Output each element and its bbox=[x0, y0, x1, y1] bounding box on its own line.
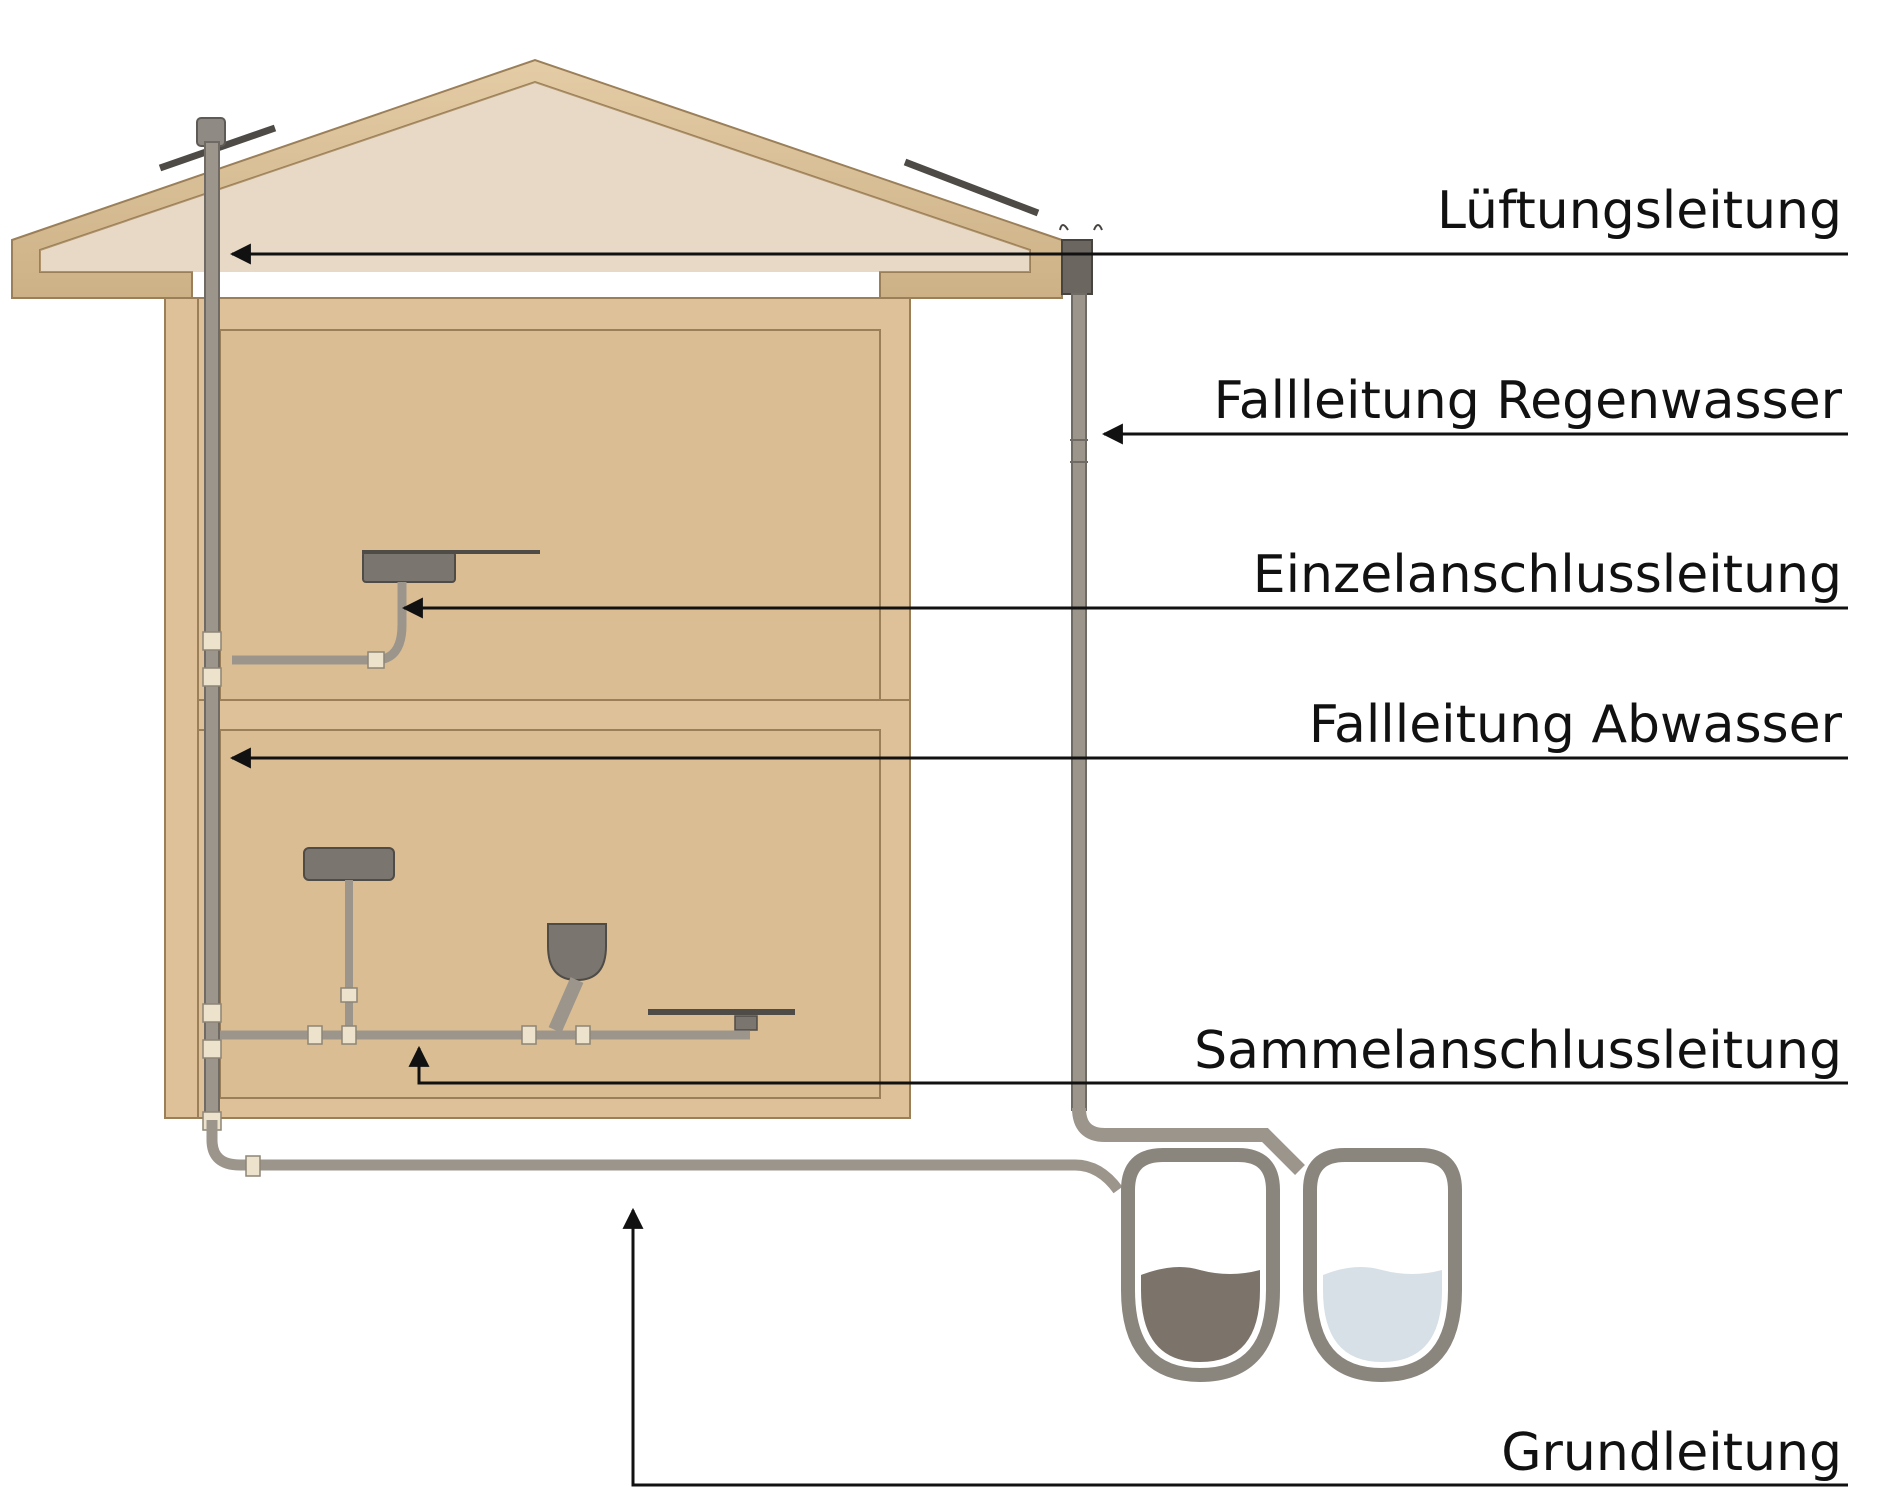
floor-drain bbox=[735, 1016, 757, 1030]
stack-fitting-2 bbox=[203, 668, 221, 686]
house bbox=[12, 60, 1062, 1118]
label-lueftung: Lüftungsleitung bbox=[1437, 181, 1842, 241]
upper-floor bbox=[220, 330, 880, 700]
ground-pipe-fitting bbox=[246, 1156, 260, 1176]
stack-fitting-1 bbox=[203, 632, 221, 650]
label-grund: Grundleitung bbox=[1501, 1423, 1842, 1483]
toilet-bowl bbox=[548, 924, 606, 980]
gutter-hooks bbox=[1060, 225, 1102, 230]
label-einzel: Einzelanschlussleitung bbox=[1253, 545, 1842, 605]
stack-fitting-3 bbox=[203, 1004, 221, 1022]
gutter bbox=[1062, 240, 1092, 294]
ground-pipe bbox=[212, 1120, 1118, 1190]
collector-fitting-1 bbox=[308, 1026, 322, 1044]
washbasin bbox=[304, 848, 394, 880]
label-fall-regen: Fallleitung Regenwasser bbox=[1214, 371, 1843, 431]
label-fall-abwasser: Fallleitung Abwasser bbox=[1309, 695, 1843, 755]
collector-fitting-2 bbox=[342, 1026, 356, 1044]
vent-pipe bbox=[205, 142, 219, 1120]
rain-pipe bbox=[1072, 294, 1086, 1110]
collector-fitting-4 bbox=[576, 1026, 590, 1044]
tanks bbox=[1128, 1155, 1455, 1375]
upper-sink-basin bbox=[363, 552, 455, 582]
stack-fitting-4 bbox=[203, 1040, 221, 1058]
upper-branch-fitting bbox=[368, 652, 384, 668]
collector-fitting-3 bbox=[522, 1026, 536, 1044]
ground-pipe-line bbox=[212, 1120, 1118, 1190]
labels: Lüftungsleitung Fallleitung Regenwasser … bbox=[1194, 181, 1842, 1483]
label-sammel: Sammelanschlussleitung bbox=[1194, 1021, 1842, 1081]
roof-underside bbox=[40, 82, 1030, 272]
washbasin-fitting bbox=[341, 988, 357, 1002]
